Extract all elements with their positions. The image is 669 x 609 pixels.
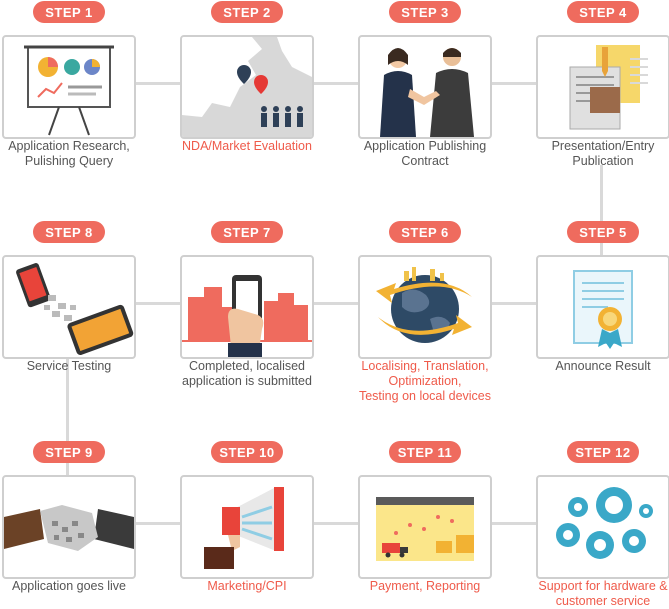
step-9: STEP 9 Application goes live [2, 441, 136, 593]
step-caption: Service Testing [0, 359, 154, 374]
caption-line: Application goes live [12, 579, 126, 593]
step-caption: Marketing/CPI [162, 579, 332, 594]
step-caption: Application goes live [0, 579, 154, 594]
step-pill: STEP 8 [33, 221, 105, 243]
step-8: STEP 8 Service Testing [2, 221, 136, 373]
handshake-icon [2, 475, 136, 579]
step-pill: STEP 3 [389, 1, 461, 23]
caption-line: Testing on local devices [358, 389, 492, 403]
step-caption: Payment, Reporting [340, 579, 510, 594]
connector-row2 [60, 302, 610, 305]
step-12: STEP 12 Support for hardware & customer … [536, 441, 669, 608]
certificate-icon [536, 255, 669, 359]
caption-line: Publication [572, 154, 634, 168]
step-caption: NDA/Market Evaluation [162, 139, 332, 154]
step-pill: STEP 12 [567, 441, 639, 463]
step-7: STEP 7 Completed, localised application … [180, 221, 314, 388]
step-caption: Application Publishing Contract [340, 139, 510, 169]
connector-row1 [60, 82, 610, 85]
caption-line: Presentation/Entry [551, 139, 655, 153]
connector-step8-step9 [66, 355, 69, 475]
step-4: STEP 4 Presentation/Entry Publication [536, 1, 669, 168]
caption-line: Service Testing [26, 359, 112, 373]
caption-line: Contract [401, 154, 449, 168]
connector-row3 [60, 522, 610, 525]
step-caption: Localising, Translation, Optimization, T… [340, 359, 510, 404]
caption-line: Support for hardware & [538, 579, 668, 593]
caption-line: Optimization, [388, 374, 462, 388]
presentation-board-icon [2, 35, 136, 139]
step-pill: STEP 6 [389, 221, 461, 243]
megaphone-icon [180, 475, 314, 579]
handshake-people-icon [358, 35, 492, 139]
step-6: STEP 6 Localising, Translation, Optimiza… [358, 221, 492, 403]
caption-line: NDA/Market Evaluation [182, 139, 312, 153]
caption-line: Pulishing Query [24, 154, 114, 168]
step-caption: Completed, localised application is subm… [162, 359, 332, 389]
connector-step4-step5 [600, 165, 603, 255]
gears-support-icon [536, 475, 669, 579]
step-10: STEP 10 Marketing/CPI [180, 441, 314, 593]
caption-line: customer service [555, 594, 651, 608]
step-caption: Application Research, Pulishing Query [0, 139, 154, 169]
caption-line: Application Research, [8, 139, 130, 153]
step-pill: STEP 5 [567, 221, 639, 243]
step-pill: STEP 11 [389, 441, 461, 463]
step-pill: STEP 10 [211, 441, 283, 463]
step-pill: STEP 2 [211, 1, 283, 23]
caption-line: Completed, localised [188, 359, 306, 373]
step-caption: Announce Result [518, 359, 669, 374]
step-pill: STEP 7 [211, 221, 283, 243]
devices-testing-icon [2, 255, 136, 359]
map-location-icon [180, 35, 314, 139]
step-pill: STEP 1 [33, 1, 105, 23]
step-2: STEP 2 NDA/Market Evaluation [180, 1, 314, 153]
step-pill: STEP 9 [33, 441, 105, 463]
caption-line: application is submitted [182, 374, 312, 388]
step-3: STEP 3 Application Publishing Contract [358, 1, 492, 168]
caption-line: Payment, Reporting [369, 579, 481, 593]
caption-line: Application Publishing [363, 139, 487, 153]
step-pill: STEP 4 [567, 1, 639, 23]
step-caption: Presentation/Entry Publication [518, 139, 669, 169]
documents-pen-icon [536, 35, 669, 139]
globe-arrows-icon [358, 255, 492, 359]
step-1: STEP 1 Application Research, Pulishing Q… [2, 1, 136, 168]
caption-line: Marketing/CPI [207, 579, 287, 593]
caption-line: Announce Result [555, 359, 651, 373]
caption-line: Localising, Translation, [361, 359, 489, 373]
payment-chart-icon [358, 475, 492, 579]
step-11: STEP 11 Payment, Reporting [358, 441, 492, 593]
step-5: STEP 5 Announce Result [536, 221, 669, 373]
phone-city-icon [180, 255, 314, 359]
